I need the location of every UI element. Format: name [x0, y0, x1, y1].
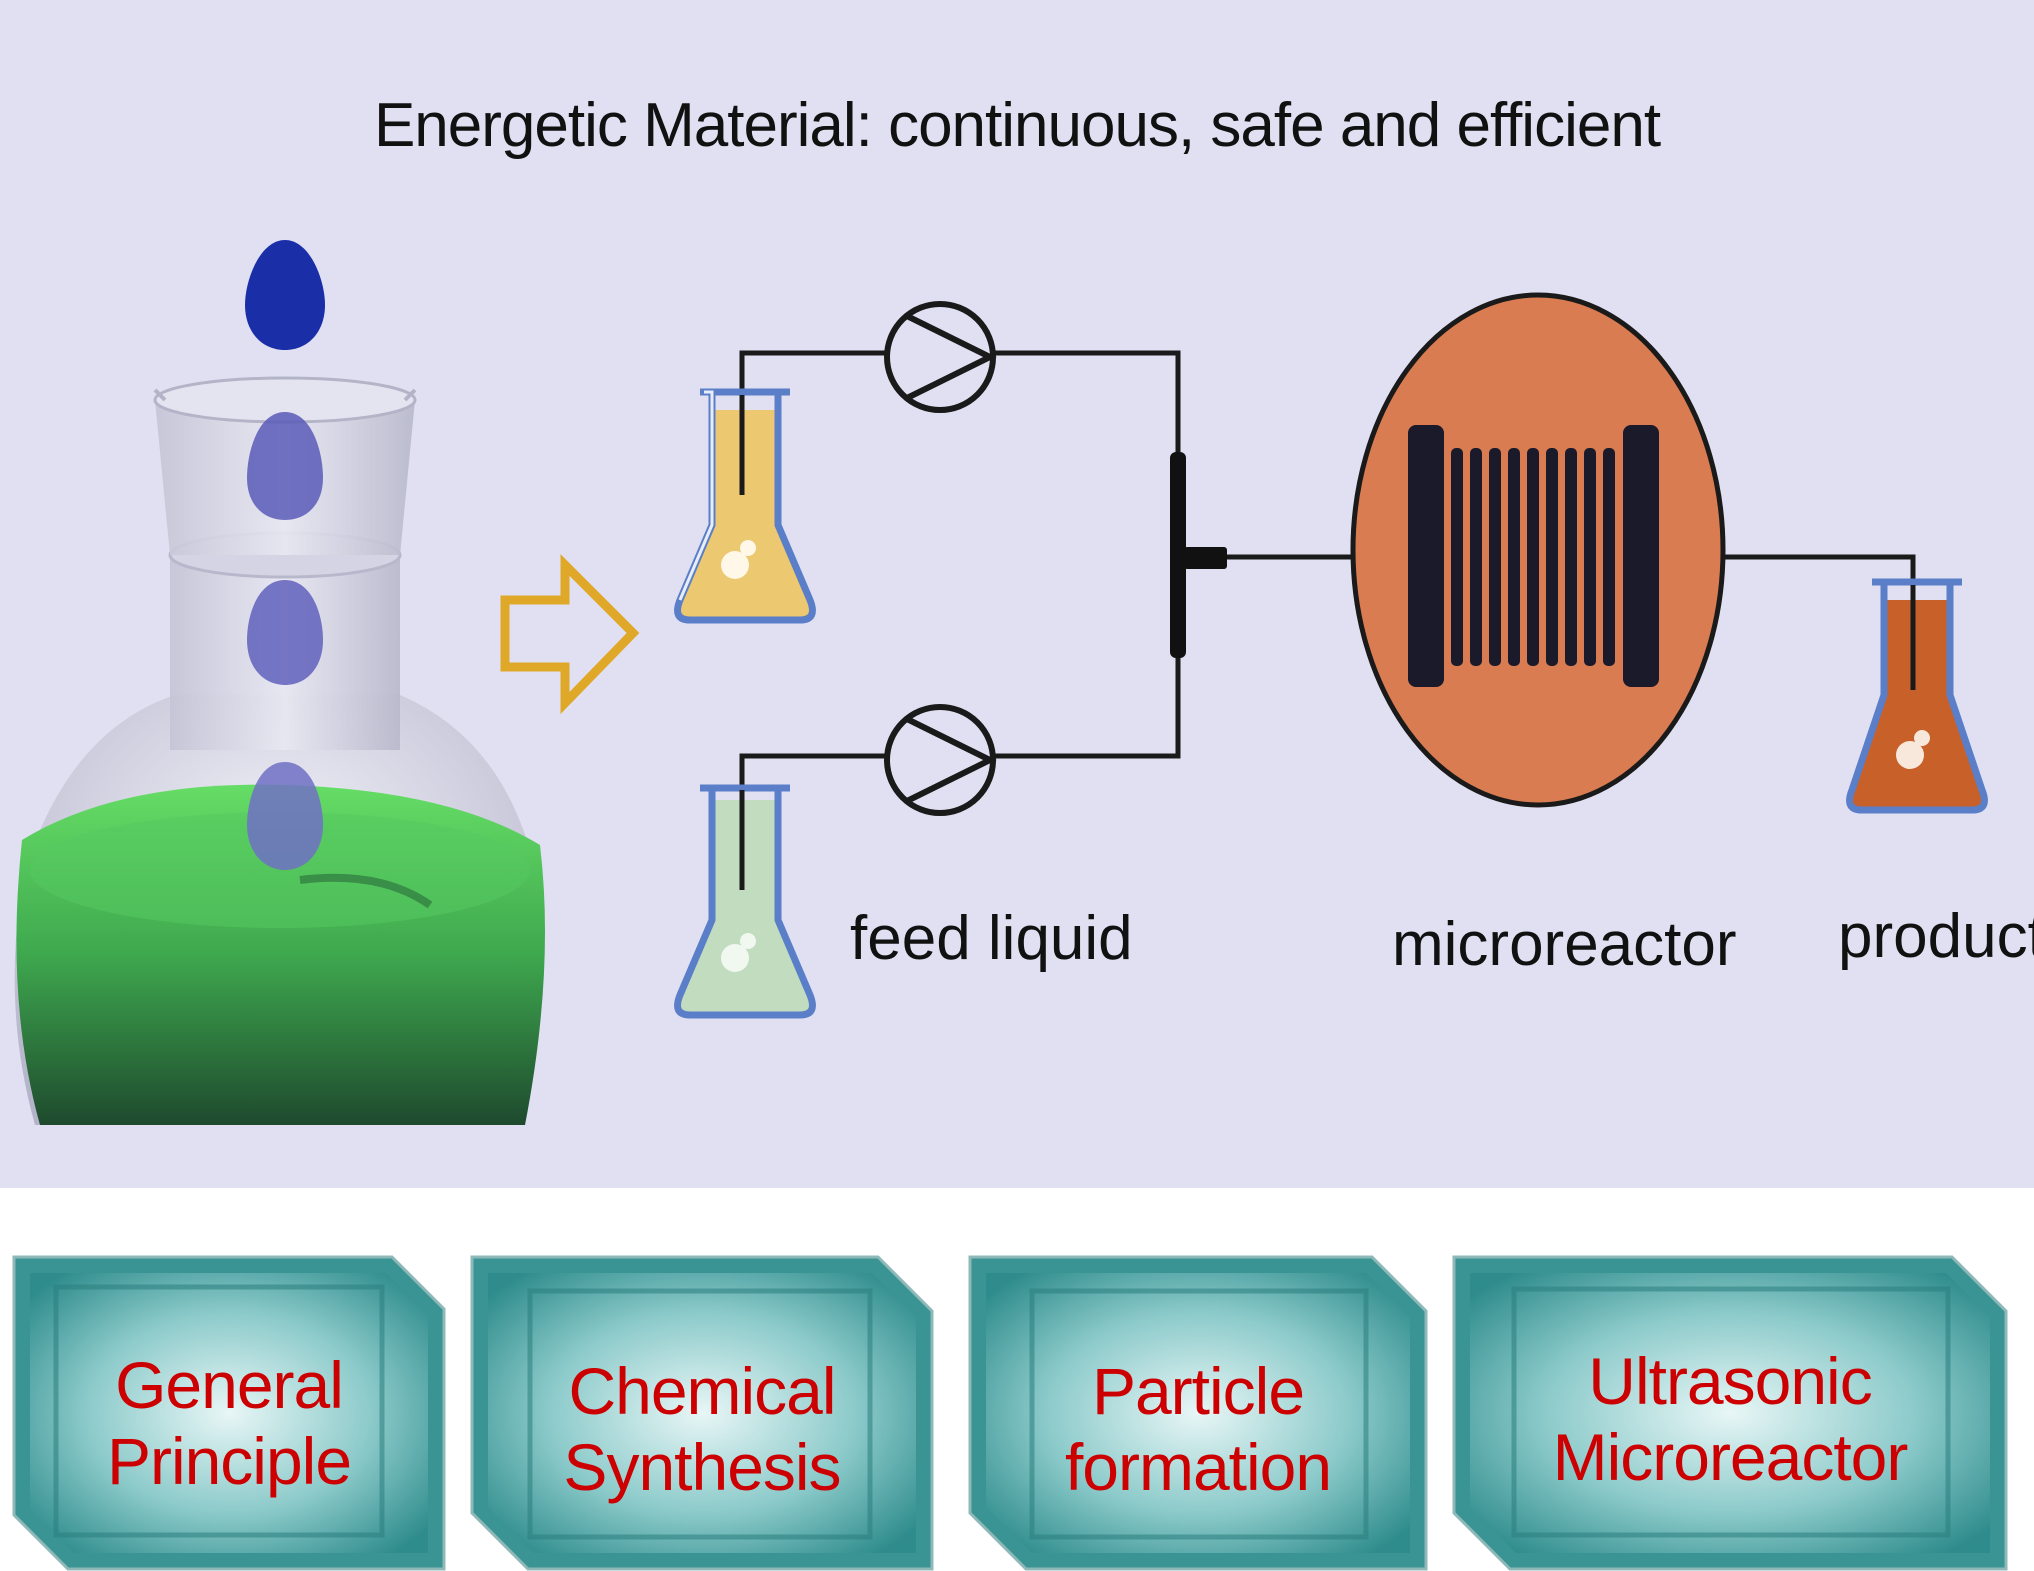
microreactor-coil-icon [1350, 292, 1726, 808]
erlenmeyer-flask-icon [674, 388, 816, 624]
droplet-icon [245, 240, 325, 870]
product-label: product [1838, 902, 2034, 971]
feed-liquid-label: feed liquid [850, 904, 1133, 973]
round-bottom-flask-icon [14, 376, 545, 1125]
microreactor-label: microreactor [1392, 910, 1737, 979]
topic-line-2: Microreactor [1552, 1420, 1909, 1494]
topic-line-1: Particle [1091, 1354, 1305, 1428]
diagram-panel: Energetic Material: continuous, safe and… [0, 0, 2034, 1188]
diagram-title: Energetic Material: continuous, safe and… [373, 91, 1661, 160]
topic-line-1: Chemical [568, 1354, 836, 1428]
topic-line-1: Ultrasonic [1588, 1344, 1872, 1418]
topic-line-1: General [115, 1348, 344, 1422]
erlenmeyer-flask-icon [1846, 578, 1988, 814]
pump-icon [884, 704, 997, 816]
arrow-right-icon [500, 554, 640, 715]
topic-line-2: Synthesis [563, 1430, 841, 1504]
topic-line-2: Principle [106, 1424, 352, 1498]
pump-icon [884, 301, 997, 413]
erlenmeyer-flask-icon [674, 784, 816, 1019]
topic-line-2: formation [1064, 1430, 1332, 1504]
t-mixer-icon [1170, 452, 1227, 658]
